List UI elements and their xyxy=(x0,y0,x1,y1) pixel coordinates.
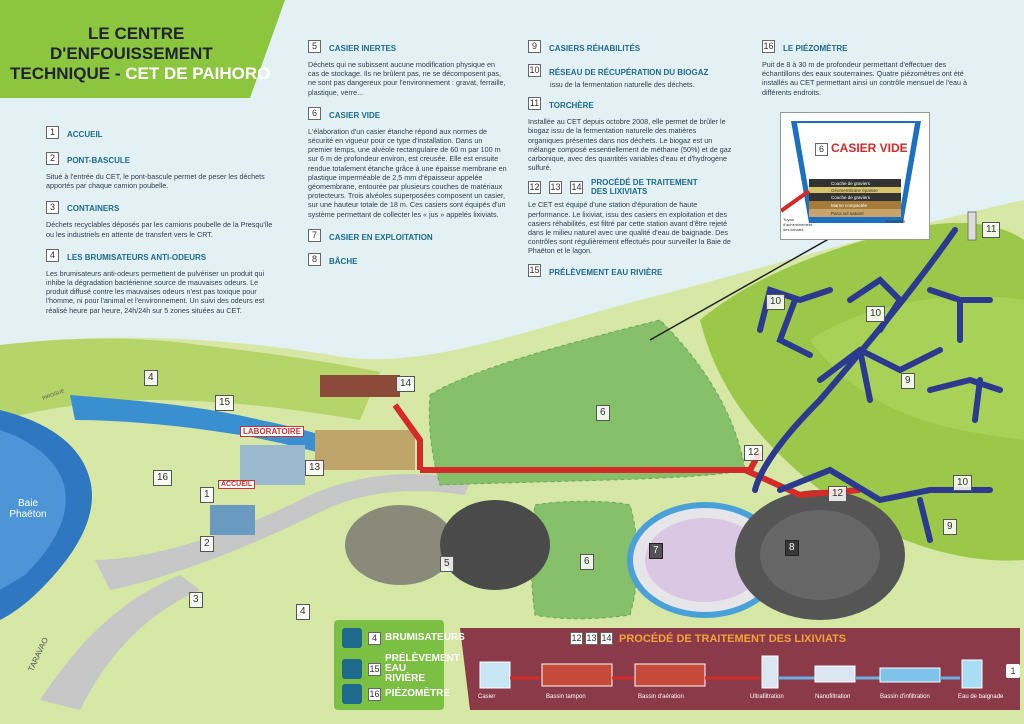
water-sample-icon xyxy=(342,659,362,679)
title-line-3: TECHNIQUE - CET DE PAIHORO xyxy=(10,64,271,83)
treatment-basin-13 xyxy=(315,430,415,470)
process-step-7: Eau de baignade xyxy=(958,694,1004,700)
inset-side-label: Tuyau d'acheminement des lixiviats xyxy=(783,217,813,232)
process-step-4: Ultrafiltration xyxy=(750,694,784,700)
bay-label: Baie Phaëton xyxy=(9,498,47,520)
process-banner xyxy=(460,628,1020,710)
legend-item-sprayer: 4 BRUMISATEURS xyxy=(342,628,465,648)
title-line-1: LE CENTRE xyxy=(88,24,185,43)
inset-title: CASIER VIDE xyxy=(831,141,908,155)
title-block: LE CENTRE D'ENFOUISSEMENT TECHNIQUE - CE… xyxy=(0,0,300,100)
map-badge-10c: 10 xyxy=(953,475,973,491)
map-badge-4b: 4 xyxy=(296,604,310,620)
title-band xyxy=(0,0,285,98)
process-step-3: Bassin d'aération xyxy=(638,694,684,700)
inset-layer-1: Couche de graviers xyxy=(831,181,871,186)
map-badge-11: 11 xyxy=(982,222,1001,238)
map-badge-1: 1 xyxy=(200,487,214,503)
reception-building xyxy=(210,505,255,535)
process-flow xyxy=(479,655,983,689)
map-badge-2: 2 xyxy=(200,536,214,552)
map-badge-14: 14 xyxy=(396,376,416,392)
map-badge-12b: 12 xyxy=(828,486,848,502)
inset-layer-3: Couche de graviers xyxy=(831,195,871,200)
biogas-network xyxy=(752,227,1003,543)
legend-item-water-sample: 15 PRÉLÈVEMENT EAU RIVIÈRE xyxy=(342,654,460,684)
process-step-5: Nanofiltration xyxy=(815,694,851,700)
treatment-basin-14 xyxy=(320,375,400,397)
empty-cell-6-area xyxy=(428,319,746,486)
map-badge-10b: 10 xyxy=(866,306,886,322)
map-badge-4a: 4 xyxy=(144,370,158,386)
river xyxy=(70,395,360,462)
inset-layer-6: Géotextile xyxy=(885,219,906,224)
map-badge-7: 7 xyxy=(649,543,663,559)
piezometer-icon xyxy=(342,684,362,704)
map-badge-13: 13 xyxy=(305,460,325,476)
map-badge-12a: 12 xyxy=(744,445,764,461)
main-road xyxy=(95,474,470,590)
process-title: PROCÉDÉ DE TRAITEMENT DES LIXIVIATS xyxy=(619,632,847,645)
inert-cell-right xyxy=(440,500,550,590)
sprayer-icon xyxy=(342,628,362,648)
laboratory-label: LABORATOIRE xyxy=(240,426,304,437)
map-badge-6a: 6 xyxy=(596,405,610,421)
inset-layer-2: Géomembrane épaisse xyxy=(831,188,878,193)
map-badge-15: 15 xyxy=(215,395,235,411)
page-number: 1 xyxy=(1006,664,1020,678)
inset-layer-5: Paroi sol naturel xyxy=(831,211,864,216)
inset-layer-4: Marne compactée xyxy=(831,203,868,208)
legend-item-piezometer: 16 PIÉZOMÈTRE xyxy=(342,684,450,704)
process-panel: 12 13 14 PROCÉDÉ DE TRAITEMENT DES LIXIV… xyxy=(470,628,1020,710)
map-badge-16: 16 xyxy=(153,470,173,486)
laboratory-building xyxy=(240,445,305,485)
map-badge-8: 8 xyxy=(785,540,799,556)
empty-cell-inset: 6 CASIER VIDE Couche de graviers Géomemb… xyxy=(779,112,930,240)
process-header: 12 13 14 PROCÉDÉ DE TRAITEMENT DES LIXIV… xyxy=(570,632,847,645)
map-badge-10a: 10 xyxy=(766,294,786,310)
map-badge-5: 5 xyxy=(440,556,454,572)
process-step-2: Bassin tampon xyxy=(546,694,586,700)
map-badge-9b: 9 xyxy=(943,519,957,535)
leachate-pipe xyxy=(420,450,763,473)
inert-cell-left xyxy=(345,505,455,585)
inset-num: 6 xyxy=(815,143,828,156)
reception-label: ACCUEIL xyxy=(218,480,256,489)
map-badge-9a: 9 xyxy=(901,373,915,389)
map-badge-3: 3 xyxy=(189,592,203,608)
title-line-2: D'ENFOUISSEMENT xyxy=(50,44,213,63)
process-step-1: Casier xyxy=(478,694,496,700)
legend: 4 BRUMISATEURS 15 PRÉLÈVEMENT EAU RIVIÈR… xyxy=(334,620,465,710)
map-badge-6b: 6 xyxy=(580,554,594,570)
process-step-6: Bassin d'infiltration xyxy=(880,694,930,700)
